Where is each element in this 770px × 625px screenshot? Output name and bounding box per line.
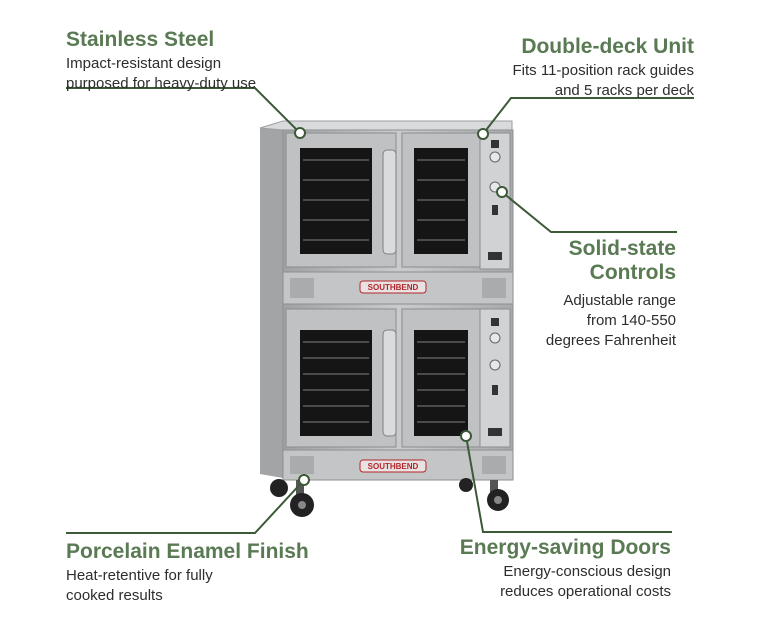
leader-solid-state (501, 191, 677, 233)
oven-side-panel (260, 124, 283, 478)
lower-brand-band: SOUTHBEND (282, 449, 514, 481)
callout-title: Solid-state Controls (546, 237, 676, 285)
desc-line: purposed for heavy-duty use (66, 75, 257, 92)
desc-line: Adjustable range (563, 292, 676, 309)
desc-line: reduces operational costs (500, 583, 671, 600)
desc-line: Energy-conscious design (503, 563, 671, 580)
callout-desc: Adjustable range from 140-550 degrees Fa… (546, 291, 676, 351)
callout-title: Stainless Steel (66, 28, 215, 51)
desc-line: Impact-resistant design (66, 55, 222, 72)
desc-line: Fits 11-position rack guides (512, 62, 694, 79)
desc-line: Heat-retentive for fully (66, 567, 213, 584)
callout-title: Porcelain Enamel Finish (66, 540, 309, 563)
callout-desc: Heat-retentive for fully cooked results (66, 566, 309, 606)
callout-double-deck: Double-deck Unit Fits 11-position rack g… (513, 35, 694, 101)
upper-deck (282, 129, 514, 273)
marker-double-deck (477, 128, 489, 140)
marker-energy (460, 430, 472, 442)
callout-desc: Fits 11-position rack guides and 5 racks… (513, 61, 694, 101)
callout-desc: Impact-resistant design purposed for hea… (66, 54, 256, 94)
callout-title: Double-deck Unit (521, 35, 694, 58)
title-line: Controls (589, 261, 676, 284)
leader-energy (465, 435, 672, 533)
leader-double-deck (482, 97, 694, 135)
leader-porcelain (66, 479, 305, 534)
callout-stainless-steel: Stainless Steel Impact-resistant design … (66, 28, 256, 94)
callout-energy-saving-doors: Energy-saving Doors Energy-conscious des… (460, 536, 671, 602)
upper-brand-band: SOUTHBEND (282, 271, 514, 305)
brand-logo-lower: SOUTHBEND (368, 462, 419, 471)
marker-porcelain (298, 474, 310, 486)
callout-porcelain-enamel: Porcelain Enamel Finish Heat-retentive f… (66, 540, 309, 606)
leader-stainless (66, 87, 301, 134)
marker-solid-state (496, 186, 508, 198)
callout-title: Energy-saving Doors (459, 536, 671, 559)
casters (270, 478, 509, 517)
marker-stainless (294, 127, 306, 139)
desc-line: and 5 racks per deck (554, 82, 694, 99)
callout-solid-state-controls: Solid-state Controls Adjustable range fr… (546, 237, 676, 351)
lower-deck (282, 303, 514, 451)
desc-line: cooked results (66, 587, 163, 604)
callout-desc: Energy-conscious design reduces operatio… (460, 562, 671, 602)
desc-line: from 140-550 (586, 312, 676, 329)
desc-line: degrees Fahrenheit (545, 332, 676, 349)
brand-logo: SOUTHBEND (368, 283, 419, 292)
title-line: Solid-state (568, 237, 676, 260)
